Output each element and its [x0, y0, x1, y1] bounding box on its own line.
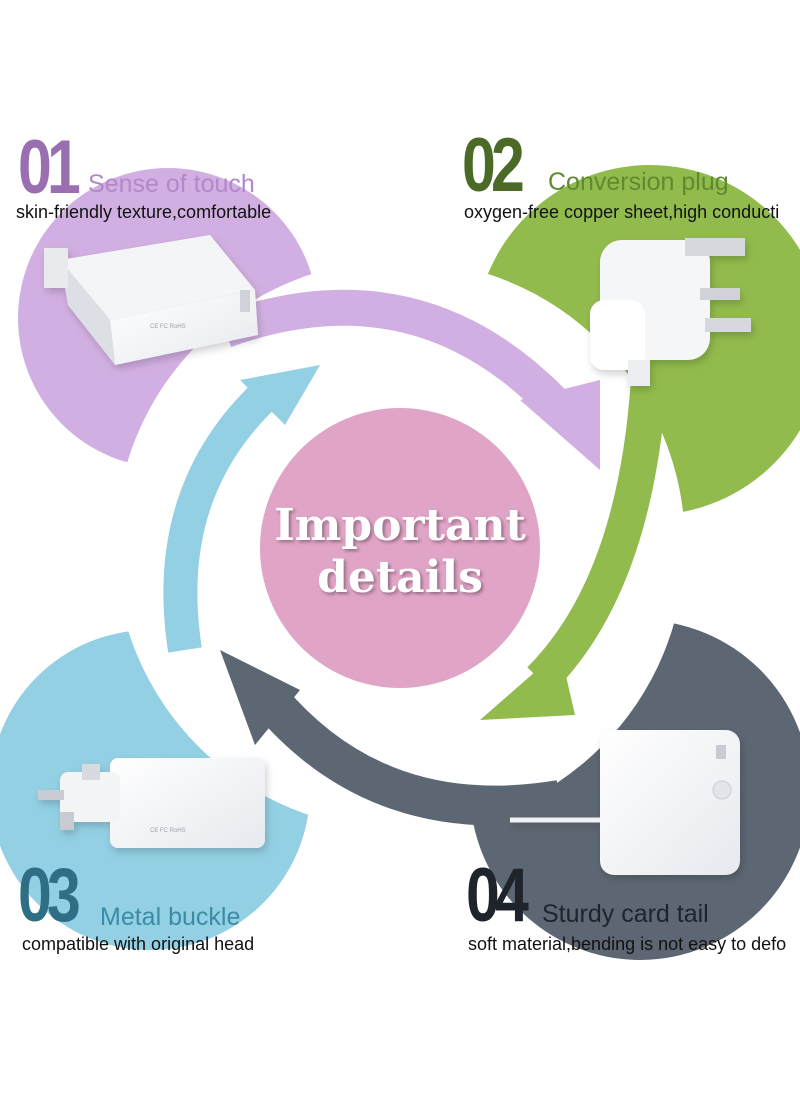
center-title-line-1: Important: [274, 500, 526, 551]
feature-04-title: Sturdy card tail: [542, 900, 709, 928]
feature-03-description: compatible with original head: [22, 934, 255, 954]
adapter-image-04: [510, 730, 740, 875]
adapter-image-03: CE FC RoHS: [38, 758, 265, 848]
plug-image-02: [590, 238, 751, 386]
blue-arrow: [163, 365, 320, 653]
feature-04-description: soft material,bending is not easy to def…: [468, 934, 787, 954]
feature-01-title: Sense of touch: [88, 170, 255, 198]
feature-02-description: oxygen-free copper sheet,high conducti: [464, 202, 780, 222]
svg-text:CE FC RoHS: CE FC RoHS: [150, 828, 186, 834]
center-title: Important details: [264, 500, 536, 604]
feature-01-number: 01: [18, 125, 81, 210]
green-arrow: [480, 359, 668, 720]
center-circle: [260, 408, 540, 688]
svg-text:CE FC RoHS: CE FC RoHS: [150, 324, 186, 330]
adapter-image-01: CE FC RoHS: [44, 235, 258, 365]
feature-01-description: skin-friendly texture,comfortable: [16, 202, 272, 222]
center-title-line-2: details: [317, 552, 483, 603]
feature-02-number: 02: [462, 123, 525, 208]
feature-03-title: Metal buckle: [100, 903, 241, 931]
feature-02-title: Conversion plug: [548, 168, 729, 196]
purple-arrow: [218, 289, 600, 470]
slate-arrow: [220, 650, 564, 826]
feature-04-number: 04: [466, 853, 529, 938]
feature-03-number: 03: [18, 853, 81, 938]
